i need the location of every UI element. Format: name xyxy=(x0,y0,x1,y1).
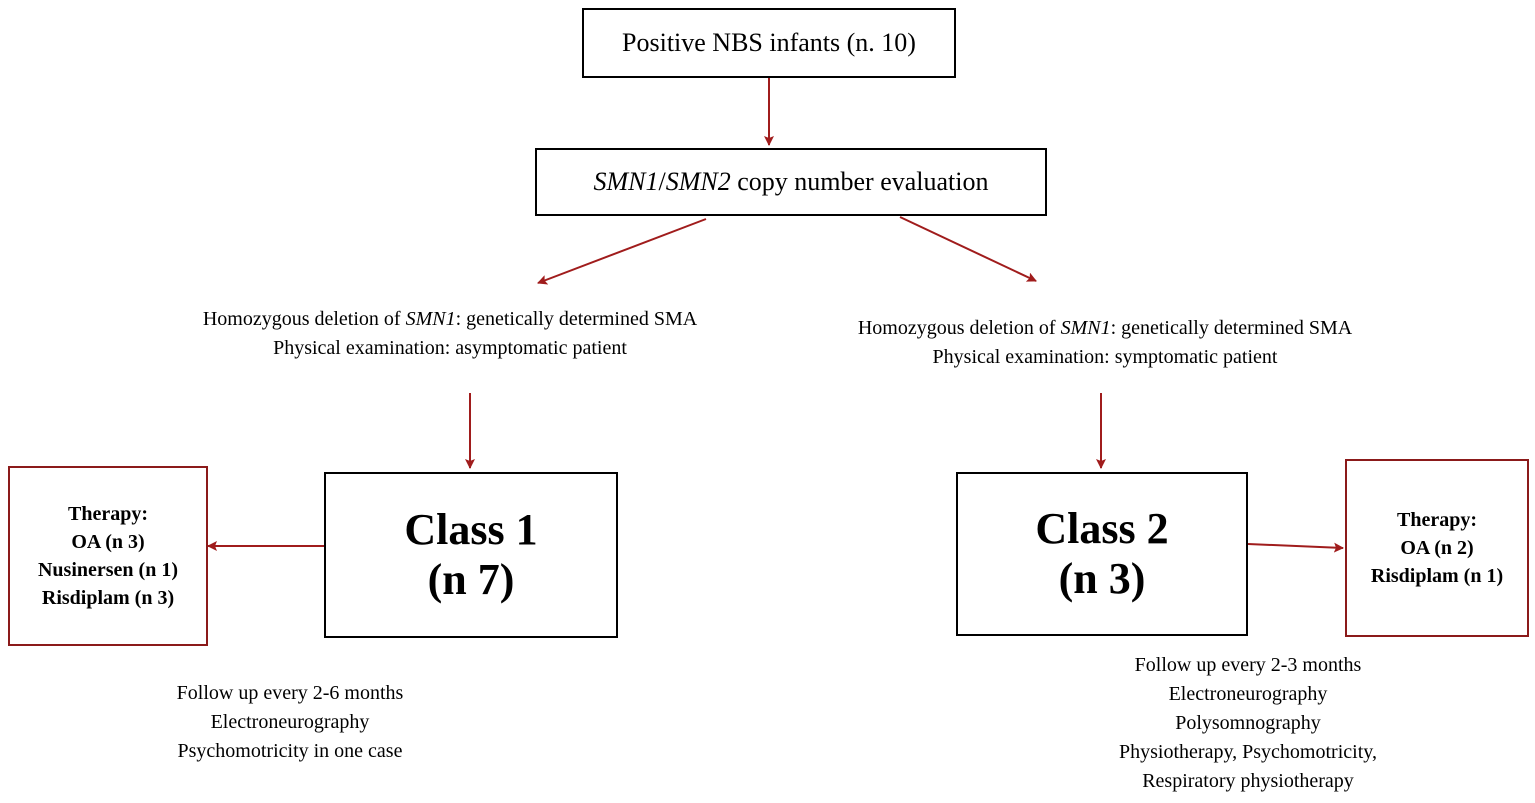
therapy-right-item: OA (n 2) xyxy=(1400,537,1474,559)
positive-nbs-infants-box: Positive NBS infants (n. 10) xyxy=(582,8,956,78)
left-branch-line1: Homozygous deletion of SMN1: genetically… xyxy=(202,308,698,330)
followup-right-item: Electroneurography xyxy=(1168,683,1328,705)
class1-box: Class 1 (n 7) xyxy=(324,472,618,638)
followup-left-item: Psychomotricity in one case xyxy=(177,740,403,762)
class1-title: Class 1 xyxy=(404,505,538,554)
arrow-eval-to-left xyxy=(537,218,707,285)
right-branch-description: Homozygous deletion of SMN1: genetically… xyxy=(795,314,1415,372)
therapy-right-title: Therapy: xyxy=(1397,509,1477,531)
therapy-left-item: OA (n 3) xyxy=(71,531,145,553)
therapy-left-box: Therapy: OA (n 3) Nusinersen (n 1) Risdi… xyxy=(8,466,208,646)
class2-title: Class 2 xyxy=(1035,504,1169,553)
right-branch-line1: Homozygous deletion of SMN1: genetically… xyxy=(857,317,1353,339)
followup-right-item: Polysomnography xyxy=(1175,712,1321,734)
followup-right-item: Follow up every 2-3 months xyxy=(1134,654,1362,676)
therapy-right-box: Therapy: OA (n 2) Risdiplam (n 1) xyxy=(1345,459,1529,637)
therapy-right-item: Risdiplam (n 1) xyxy=(1370,565,1504,587)
followup-left-item: Electroneurography xyxy=(210,711,370,733)
therapy-left-title: Therapy: xyxy=(68,503,148,525)
class2-count: (n 3) xyxy=(1058,554,1146,603)
therapy-left-item: Nusinersen (n 1) xyxy=(37,559,178,581)
copy-number-evaluation-text: SMN1/SMN2 copy number evaluation xyxy=(593,167,989,196)
followup-left-item: Follow up every 2-6 months xyxy=(176,682,404,704)
class1-count: (n 7) xyxy=(427,555,515,604)
left-branch-description: Homozygous deletion of SMN1: genetically… xyxy=(140,305,760,363)
followup-right-item: Physiotherapy, Psychomotricity, xyxy=(1119,741,1377,763)
class2-box: Class 2 (n 3) xyxy=(956,472,1248,636)
arrow-eval-to-right xyxy=(899,216,1037,282)
positive-nbs-infants-text: Positive NBS infants (n. 10) xyxy=(622,28,916,57)
right-branch-line2: Physical examination: symptomatic patien… xyxy=(932,346,1278,368)
followup-left-list: Follow up every 2-6 months Electroneurog… xyxy=(90,679,490,766)
gene-smn2: SMN2 xyxy=(665,167,731,196)
followup-right-list: Follow up every 2-3 months Electroneurog… xyxy=(1048,651,1448,796)
followup-right-item: Respiratory physiotherapy xyxy=(1142,770,1354,792)
copy-number-evaluation-box: SMN1/SMN2 copy number evaluation xyxy=(535,148,1047,216)
arrow-class2-to-therapy xyxy=(1247,542,1344,553)
gene-smn1: SMN1 xyxy=(593,167,659,196)
left-branch-line2: Physical examination: asymptomatic patie… xyxy=(273,337,627,359)
therapy-left-item: Risdiplam (n 3) xyxy=(41,587,175,609)
